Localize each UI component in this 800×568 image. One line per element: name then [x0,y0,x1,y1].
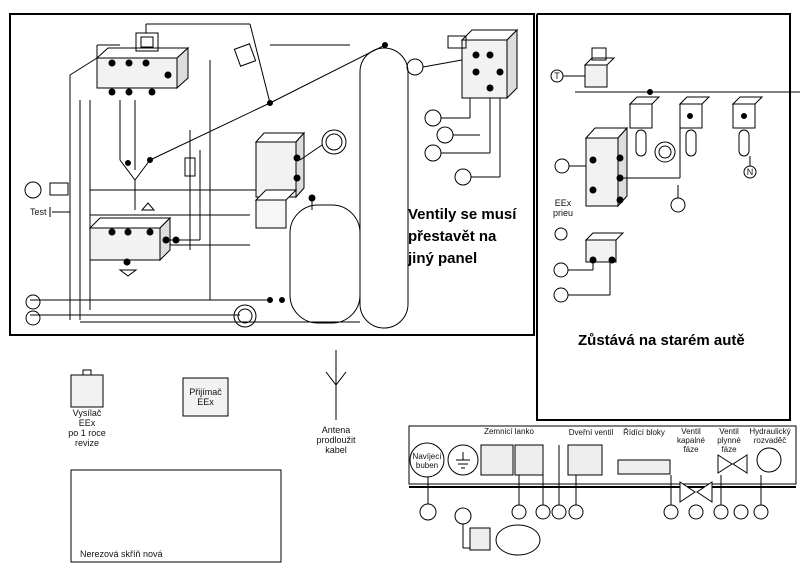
valve-col-3 [731,96,764,157]
control-blocks-label: Řídící bloky [623,428,665,437]
bottom-rack [408,425,797,485]
t-symbol-label: T [554,71,560,81]
valve-block-lower [88,216,180,266]
right-panel-note: Zůstává na starém autě [578,332,745,349]
test-label: Test [30,207,47,217]
tall-cylinder [359,47,409,329]
valve-block-top [95,46,190,96]
valve-col-2 [678,96,711,157]
transmitter-box [70,374,104,408]
pump-motor [495,524,541,556]
drum-label: Navíjecí buben [412,452,442,470]
antenna-symbol [325,350,347,420]
valve-block-center [254,131,306,199]
receiver-box [182,377,229,417]
antenna-label: Antena prodloužit kabel [316,425,356,455]
receiver-label: Přijímač EEx [189,387,222,407]
n-symbol-label: N [746,167,754,177]
valve-block-right [584,126,629,208]
left-gauge-1 [24,181,42,199]
eex-prieu-label: EEx prieu [552,198,573,218]
cabinet-label: Nerezová skříň nová [80,549,163,559]
left-panel-border [9,13,535,336]
small-cylinder [289,194,361,324]
right-panel-border [536,13,791,421]
drum-symbol [409,442,445,478]
gauge-small-top [140,36,154,48]
liquid-valves-label: Ventil kapalné fáze [676,427,706,454]
cabinet-box [70,469,282,563]
transmitter-label: Vysílač EEx po 1 roce revize [68,408,106,448]
hydraulic-label: Hydraulický rozvaděč [749,427,791,445]
manifold-right [460,28,519,100]
ground-symbol [447,444,479,476]
ground-cable-label: Zemnicí lanko [484,427,534,436]
valve-block-small [584,232,625,264]
gas-valves-label: Ventil plynné fáze [717,427,741,454]
door-valve-label: Dveřní ventil [568,428,614,437]
left-panel-note: Ventily se musí přestavět na jiný panel [408,206,517,267]
valve-col-1 [628,96,661,157]
